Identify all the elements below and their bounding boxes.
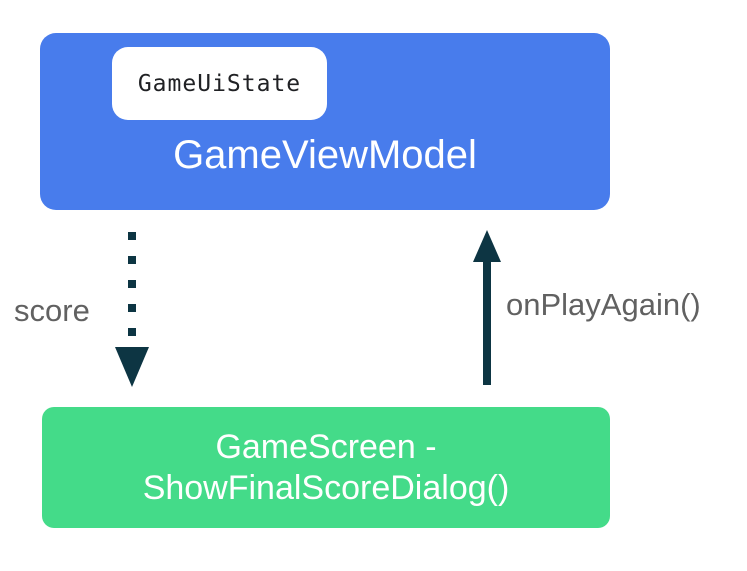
gamescreen-box: GameScreen - ShowFinalScoreDialog() <box>42 407 610 528</box>
play-again-edge-label: onPlayAgain() <box>506 287 701 322</box>
gamescreen-title-line1: GameScreen - <box>215 427 437 466</box>
gameuistate-chip: GameUiState <box>112 47 327 120</box>
play-again-arrow-line <box>483 258 491 385</box>
gameviewmodel-box: GameUiState GameViewModel <box>40 33 610 210</box>
gamescreen-title-line2: ShowFinalScoreDialog() <box>142 468 510 507</box>
gameviewmodel-title: GameViewModel <box>173 133 477 177</box>
score-arrow-down-head-icon <box>115 347 149 387</box>
play-again-arrow-up-head-icon <box>473 230 501 262</box>
score-arrow-dashed-line <box>128 232 136 344</box>
score-edge-label: score <box>14 293 90 328</box>
